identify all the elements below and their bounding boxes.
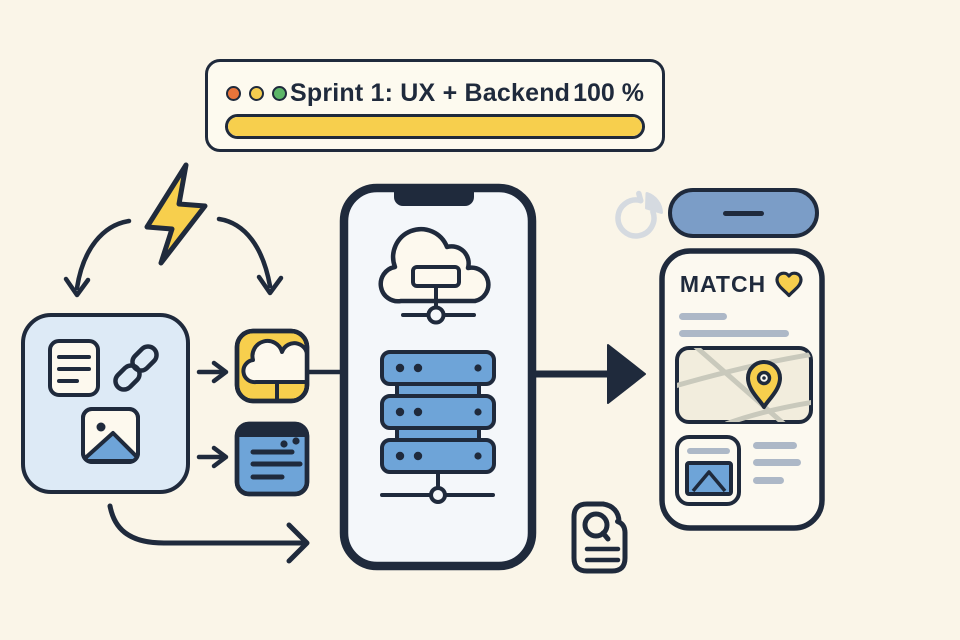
heart-icon xyxy=(775,271,803,297)
sprint-progress-track xyxy=(225,114,645,139)
traffic-dot-yellow xyxy=(249,85,264,101)
sprint-window-titlebar: Sprint 1: UX + Backend 100 % xyxy=(208,62,662,116)
flow-arrow-icon xyxy=(534,344,646,404)
traffic-dots xyxy=(226,85,287,101)
bottom-curve-arrow-icon xyxy=(107,503,310,564)
phone-notch xyxy=(394,192,474,206)
doc-icon xyxy=(48,339,100,397)
traffic-dot-green xyxy=(272,85,287,101)
skeleton-line xyxy=(753,477,784,484)
right-arrow-icon xyxy=(196,445,229,469)
match-phone xyxy=(659,248,825,531)
refresh-icon xyxy=(615,190,663,239)
server-stack-icon xyxy=(380,350,496,504)
image-thumb-icon xyxy=(685,461,733,496)
curved-arrow-right-icon xyxy=(216,216,284,296)
map-card xyxy=(675,346,813,424)
browser-icon xyxy=(234,421,310,497)
skeleton-line xyxy=(679,330,789,337)
sprint-window: Sprint 1: UX + Backend 100 % xyxy=(205,59,665,152)
cloud-node-icon xyxy=(378,226,491,325)
right-arrow-icon xyxy=(196,360,229,384)
skeleton-line xyxy=(687,448,730,454)
photo-card xyxy=(675,435,741,506)
pill-button-shape xyxy=(668,188,819,238)
link-icon xyxy=(113,344,159,392)
cloud-app-icon xyxy=(234,328,310,404)
traffic-dot-orange xyxy=(226,85,241,101)
map-pin-icon xyxy=(746,360,782,409)
sprint-progress-fill xyxy=(228,117,642,136)
lightning-icon xyxy=(144,162,208,266)
phone-icon xyxy=(339,183,537,571)
match-title: MATCH xyxy=(679,270,767,297)
curved-arrow-left-icon xyxy=(63,218,132,298)
skeleton-line xyxy=(753,442,797,449)
sprint-percent-label: 100 % xyxy=(573,78,644,107)
skeleton-line xyxy=(753,459,801,466)
image-icon xyxy=(81,407,140,464)
skeleton-line xyxy=(679,313,727,320)
match-header: MATCH xyxy=(662,268,822,300)
assets-card xyxy=(21,313,190,494)
search-doc-icon xyxy=(571,501,628,574)
sprint-title: Sprint 1: UX + Backend xyxy=(289,78,571,107)
